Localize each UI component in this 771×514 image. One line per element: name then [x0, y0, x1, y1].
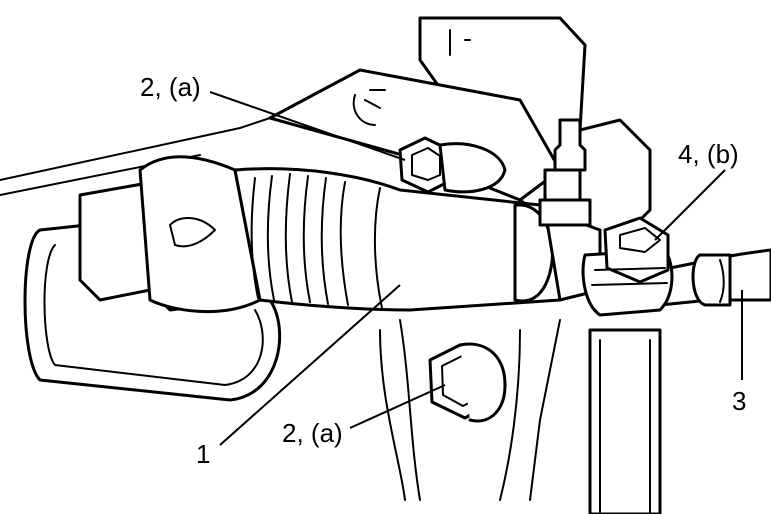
callout-bolt-upper: 2, (a): [140, 72, 201, 102]
release-cylinder: [233, 167, 602, 312]
upper-bolt: [398, 136, 507, 194]
mount-bracket: [379, 319, 662, 514]
callout-pipe: 3: [732, 386, 746, 416]
pipe-union-nut: [581, 216, 674, 317]
lower-bolt: [428, 342, 507, 423]
leader-bolt-lower: [349, 384, 446, 429]
leader-cylinder: [219, 284, 401, 446]
rubber-boot: [23, 155, 282, 402]
leader-lines: [209, 91, 743, 446]
callout-cylinder: 1: [196, 439, 210, 469]
leader-bolt-upper: [209, 91, 406, 161]
clutch-pipe: [658, 248, 771, 307]
callout-bolt-lower: 2, (a): [282, 418, 343, 448]
leader-fitting: [654, 169, 726, 241]
bleeder-plug: [538, 118, 592, 227]
callout-fitting: 4, (b): [678, 139, 739, 169]
